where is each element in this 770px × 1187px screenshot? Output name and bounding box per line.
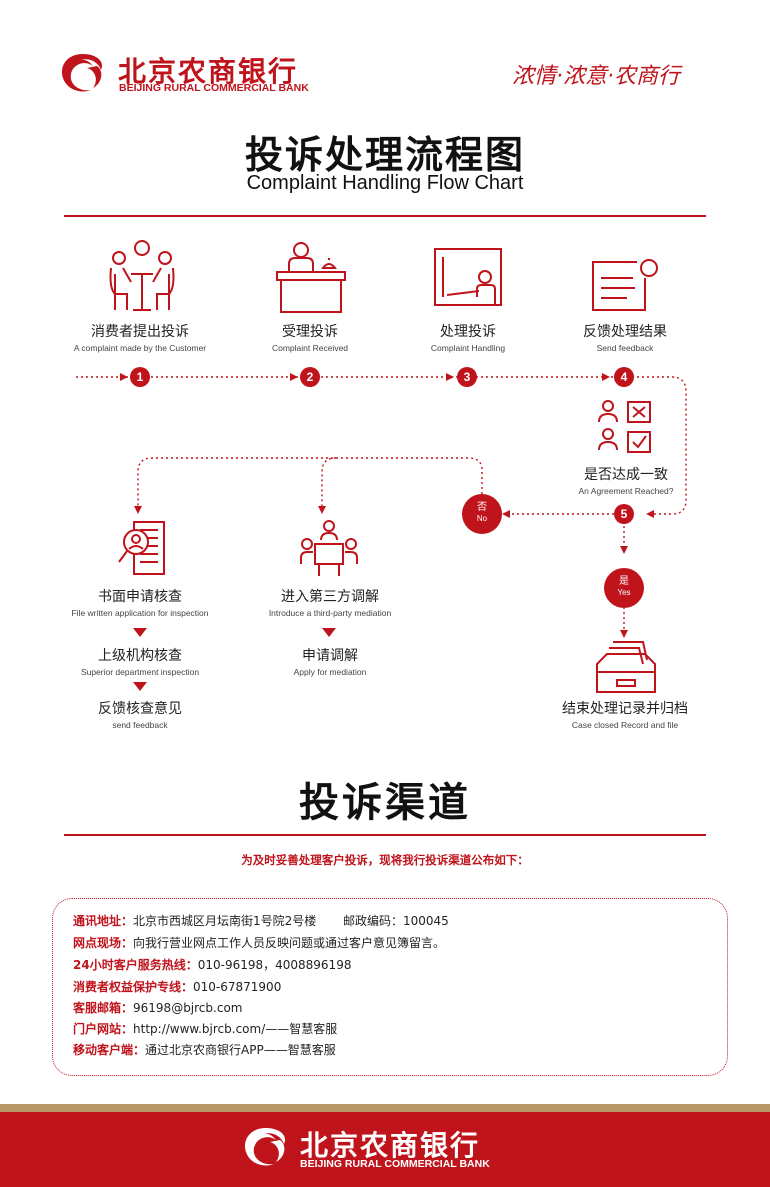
agreement-check-icon: [598, 400, 651, 453]
step-3-label-en: Complaint Handling: [430, 343, 506, 353]
step-1-number: 1: [130, 367, 150, 387]
step-4-label-en: Send feedback: [596, 343, 654, 353]
step-3-label-cn: 处理投诉: [440, 324, 496, 340]
channel-address: 通讯地址：北京市西城区月坛南街1号院2号楼 邮政编码：100045: [73, 912, 449, 929]
feedback-document-icon: [592, 259, 658, 311]
reception-desk-icon: [276, 242, 346, 313]
channel-website: 门户网站：http://www.bjrcb.com/——智慧客服: [73, 1020, 337, 1037]
footer-gold-strip: [0, 1104, 770, 1112]
presentation-board-icon: [434, 248, 502, 306]
step-1-label-en: A complaint made by the Customer: [73, 343, 207, 353]
channel-consumer-line-value: 010-67871900: [193, 980, 282, 994]
channels-intro: 为及时妥善处理客户投诉，现将我行投诉渠道公布如下：: [241, 853, 529, 867]
channel-email-value[interactable]: 96198@bjrcb.com: [133, 1001, 243, 1015]
step-2-number: 2: [300, 367, 320, 387]
branch-left-1-cn: 书面申请核查: [98, 589, 182, 605]
branch-mid-1-en: Introduce a third-party mediation: [268, 608, 392, 618]
channel-website-value[interactable]: http://www.bjrcb.com/——智慧客服: [133, 1022, 338, 1036]
channels-box: [52, 898, 728, 1076]
bank-name-en: BEIJING RURAL COMMERCIAL BANK: [119, 82, 309, 94]
no-label-cn: 否: [477, 502, 487, 513]
channel-hotline-label: 24小时客户服务热线：: [73, 958, 198, 972]
step-2-label-cn: 受理投诉: [282, 324, 338, 340]
channel-branch-value: 向我行营业网点工作人员反映问题或通过客户意见簿留言。: [133, 936, 446, 950]
channel-mobile-label: 移动客户端：: [73, 1043, 146, 1057]
divider: [64, 834, 706, 836]
channel-mobile: 移动客户端：通过北京农商银行APP——智慧客服: [73, 1041, 336, 1058]
arrow-down-icon: [133, 682, 147, 691]
decision: 是否达成一致 An Agreement Reached?: [548, 464, 704, 496]
step-4-number: 4: [614, 367, 634, 387]
yes-badge: 是 Yes: [604, 568, 644, 608]
arrow-down-icon: [133, 628, 147, 637]
channel-email: 客服邮箱：96198@bjrcb.com: [73, 999, 242, 1016]
channel-consumer-line: 消费者权益保护专线：010-67871900: [73, 978, 281, 995]
step-1: 消费者提出投诉 A complaint made by the Customer: [52, 321, 228, 353]
channels-title: 投诉渠道: [299, 780, 471, 826]
customers-table-icon: [109, 240, 175, 311]
channel-hotline-value: 010-96198，4008896198: [197, 958, 352, 972]
branch-left-2-en: Superior department inspection: [80, 667, 200, 677]
no-badge: 否 No: [462, 494, 502, 534]
channel-website-label: 门户网站：: [73, 1022, 134, 1036]
flow-title-cn: 投诉处理流程图: [244, 133, 525, 177]
branch-left-3-cn: 反馈核查意见: [98, 701, 182, 717]
mediation-meeting-icon: [300, 520, 358, 576]
channel-consumer-line-label: 消费者权益保护专线：: [73, 980, 194, 994]
no-label-en: No: [476, 514, 488, 523]
yes-label-en: Yes: [617, 588, 631, 597]
inspection-magnifier-icon: [118, 521, 165, 575]
final-label-cn: 结束处理记录并归档: [562, 701, 688, 717]
channel-email-label: 客服邮箱：: [73, 1001, 134, 1015]
branch-left-3: 反馈核查意见 send feedback: [50, 698, 230, 730]
channel-mobile-value: 通过北京农商银行APP——智慧客服: [145, 1043, 336, 1057]
branch-left-2-cn: 上级机构核查: [98, 648, 182, 664]
channel-hotline: 24小时客户服务热线：010-96198，4008896198: [73, 956, 351, 973]
channel-address-value: 北京市西城区月坛南街1号院2号楼 邮政编码：100045: [133, 914, 449, 928]
step-2-label-en: Complaint Received: [271, 343, 349, 353]
step-4-label-cn: 反馈处理结果: [583, 324, 667, 340]
header: 北京农商银行 BEIJING RURAL COMMERCIAL BANK 浓情·…: [0, 0, 770, 110]
bank-name-cn: 北京农商银行: [118, 55, 299, 88]
decision-label-en: An Agreement Reached?: [578, 486, 674, 496]
step-2: 受理投诉 Complaint Received: [232, 321, 388, 353]
branch-left-2: 上级机构核查 Superior department inspection: [50, 645, 230, 677]
slogan: 浓情·浓意·农商行: [512, 64, 680, 89]
branch-mid-1-cn: 进入第三方调解: [281, 589, 379, 605]
divider: [64, 215, 706, 217]
channel-branch-label: 网点现场：: [73, 936, 134, 950]
branch-mid-1: 进入第三方调解 Introduce a third-party mediatio…: [240, 586, 420, 618]
arrow-down-icon: [322, 628, 336, 637]
decision-label-cn: 是否达成一致: [584, 467, 668, 483]
final-step: 结束处理记录并归档 Case closed Record and file: [540, 698, 710, 730]
yes-label-cn: 是: [619, 576, 629, 587]
channel-address-label: 通讯地址：: [73, 914, 134, 928]
step-1-label-cn: 消费者提出投诉: [91, 324, 189, 340]
bank-logo-icon: [244, 1128, 286, 1166]
branch-left-3-en: send feedback: [112, 720, 168, 730]
step-3: 处理投诉 Complaint Handling: [390, 321, 546, 353]
step-4: 反馈处理结果 Send feedback: [547, 321, 703, 353]
step-3-number: 3: [457, 367, 477, 387]
final-label-en: Case closed Record and file: [571, 720, 679, 730]
step-5-number: 5: [614, 504, 634, 524]
footer-bank-name-en: BEIJING RURAL COMMERCIAL BANK: [300, 1158, 490, 1170]
footer-bank-name-cn: 北京农商银行: [300, 1129, 481, 1162]
branch-mid-2: 申请调解 Apply for mediation: [240, 645, 420, 677]
channel-branch: 网点现场：向我行营业网点工作人员反映问题或通过客户意见簿留言。: [73, 934, 445, 951]
flow-title-en: Complaint Handling Flow Chart: [246, 172, 524, 194]
footer: 北京农商银行 BEIJING RURAL COMMERCIAL BANK: [0, 1112, 770, 1187]
branch-mid-2-en: Apply for mediation: [293, 667, 367, 677]
archive-tray-icon: [596, 641, 656, 693]
bank-logo-icon: [61, 54, 103, 92]
branch-mid-2-cn: 申请调解: [302, 648, 358, 664]
branch-left-1-en: File written application for inspection: [71, 608, 209, 618]
branch-left-1: 书面申请核查 File written application for insp…: [50, 586, 230, 618]
